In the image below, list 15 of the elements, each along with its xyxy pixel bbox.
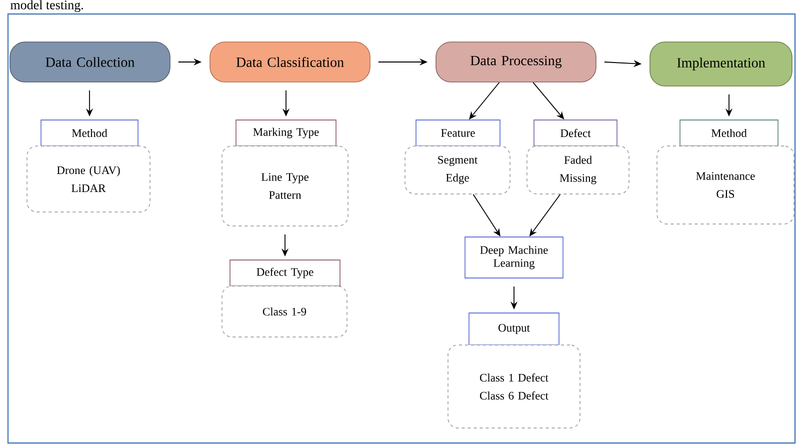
heading-box: Defect Type [230,260,340,286]
heading-box: Output [468,312,560,346]
heading-box: Method [680,120,778,146]
node-label: Maintenance [696,172,755,180]
stage-box: Data Classification [210,42,370,82]
stage-box: Implementation [650,42,792,86]
stage-box: Data Processing [436,42,596,82]
caption-text: model testing. [10,0,84,12]
node-label: GIS [716,190,734,198]
heading-box: Feature [416,120,500,146]
heading-box: Defect [534,120,618,146]
heading-box: Method [40,120,138,146]
heading-box: Marking Type [236,120,336,146]
stage-box: Data Collection [10,42,170,82]
process-box: Deep Machine Learning [464,236,564,278]
